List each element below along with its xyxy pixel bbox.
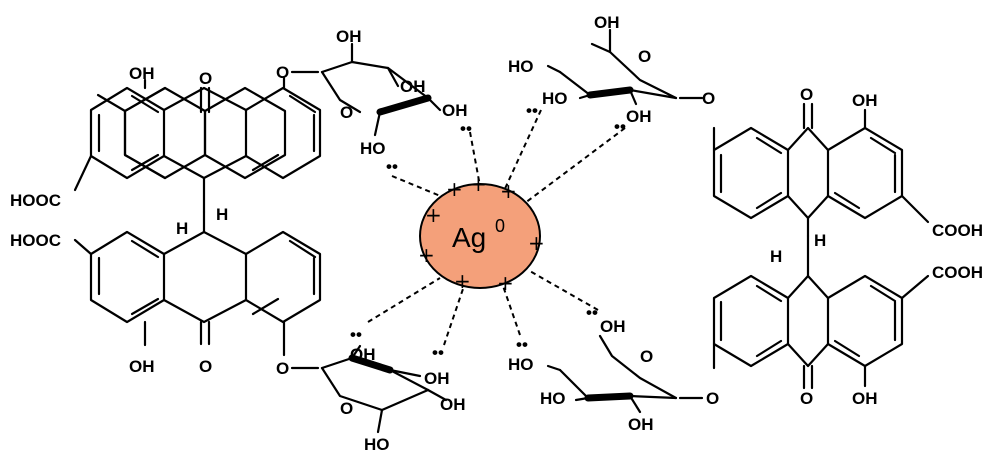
lone-pair: ••: [460, 119, 472, 138]
atom-labels: OH O O HOOC H H HOOC OH O O OH OH OH O H…: [10, 13, 983, 454]
right-bottom-sugar: [546, 334, 704, 414]
lone-pairs: •• •• •• •• •• •• •• ••: [350, 101, 626, 362]
hydroxyl-label: OH: [594, 13, 620, 32]
lone-pair: ••: [386, 157, 398, 176]
left-bottom-anthrone: [73, 210, 322, 357]
lone-pair: ••: [614, 117, 626, 136]
right-top-sugar: [546, 28, 704, 106]
ether-oxygen-label: O: [702, 89, 715, 108]
hydroxyl-label: OH: [626, 107, 652, 126]
ring-oxygen-label: O: [340, 103, 353, 122]
charge-plus: +: [500, 179, 517, 203]
right-bottom-anthrone: [712, 234, 930, 390]
ag-oxidation-state: 0: [495, 216, 505, 236]
carboxyl-label: COOH: [932, 221, 983, 240]
ether-oxygen-label: O: [276, 359, 289, 378]
hydroxyl-label: HO: [508, 57, 534, 76]
hydroxyl-label: OH: [400, 77, 426, 96]
hydroxyl-label: OH: [424, 369, 450, 388]
hydroxyl-label: OH: [350, 345, 376, 364]
svg-text:Ag: Ag: [452, 222, 486, 253]
charge-plus: +: [425, 203, 442, 227]
hydroxyl-label: OH: [129, 64, 155, 83]
left-top-anthrone: [73, 76, 322, 214]
left-top-center-ring: [162, 154, 248, 180]
hydroxyl-label: OH: [628, 415, 654, 434]
silver-nanoparticle: Ag 0 + + + + + + + +: [418, 172, 545, 295]
ag-symbol: Ag: [452, 222, 486, 253]
ring-oxygen-label: O: [640, 347, 653, 366]
hydroxyl-label: OH: [852, 389, 878, 408]
charge-plus: +: [454, 269, 471, 293]
hydroxyl-label: OH: [129, 357, 155, 376]
hydroxyl-label: HO: [364, 435, 390, 454]
left-top-sugar: [290, 42, 442, 137]
carboxyl-label: COOH: [932, 263, 983, 282]
left-bottom-sugar: [290, 344, 448, 434]
ring-oxygen-label: O: [638, 47, 651, 66]
hydrogen-label: H: [216, 205, 228, 224]
hydroxyl-label: HO: [360, 139, 386, 158]
charge-plus: +: [528, 231, 545, 255]
hydroxyl-label: OH: [852, 91, 878, 110]
hydrogen-label: H: [176, 219, 188, 238]
hydroxyl-label: HO: [508, 355, 534, 374]
interaction-lines: [367, 109, 626, 346]
charge-plus: +: [470, 172, 487, 196]
charge-plus: +: [497, 271, 514, 295]
hydroxyl-label: HO: [540, 389, 566, 408]
ring-oxygen-label: O: [340, 399, 353, 418]
carbonyl-oxygen-label: O: [800, 389, 813, 408]
carboxyl-label: HOOC: [10, 191, 61, 210]
ether-oxygen-label: O: [276, 63, 289, 82]
left-top-center-ring: [162, 86, 248, 112]
charge-plus: +: [446, 177, 463, 201]
hydroxyl-label: OH: [440, 395, 466, 414]
hydroxyl-label: OH: [336, 27, 362, 46]
right-top-anthrone: [712, 102, 930, 238]
lone-pair: ••: [516, 335, 528, 354]
lone-pair: ••: [586, 303, 598, 322]
carbonyl-oxygen-label: O: [199, 357, 212, 376]
hydroxyl-label: OH: [600, 317, 626, 336]
hydrogen-label: H: [770, 247, 782, 266]
carboxyl-label: HOOC: [10, 231, 61, 250]
lone-pair: ••: [526, 101, 538, 120]
ether-oxygen-label: O: [706, 389, 719, 408]
lone-pair: ••: [350, 325, 362, 344]
carbonyl-oxygen-label: O: [800, 85, 813, 104]
hydrogen-label: H: [814, 231, 826, 250]
carbonyl-oxygen-label: O: [199, 69, 212, 88]
hydroxyl-label: OH: [442, 101, 468, 120]
lone-pair: ••: [432, 343, 444, 362]
charge-plus: +: [418, 243, 435, 267]
hydroxyl-label: HO: [542, 89, 568, 108]
